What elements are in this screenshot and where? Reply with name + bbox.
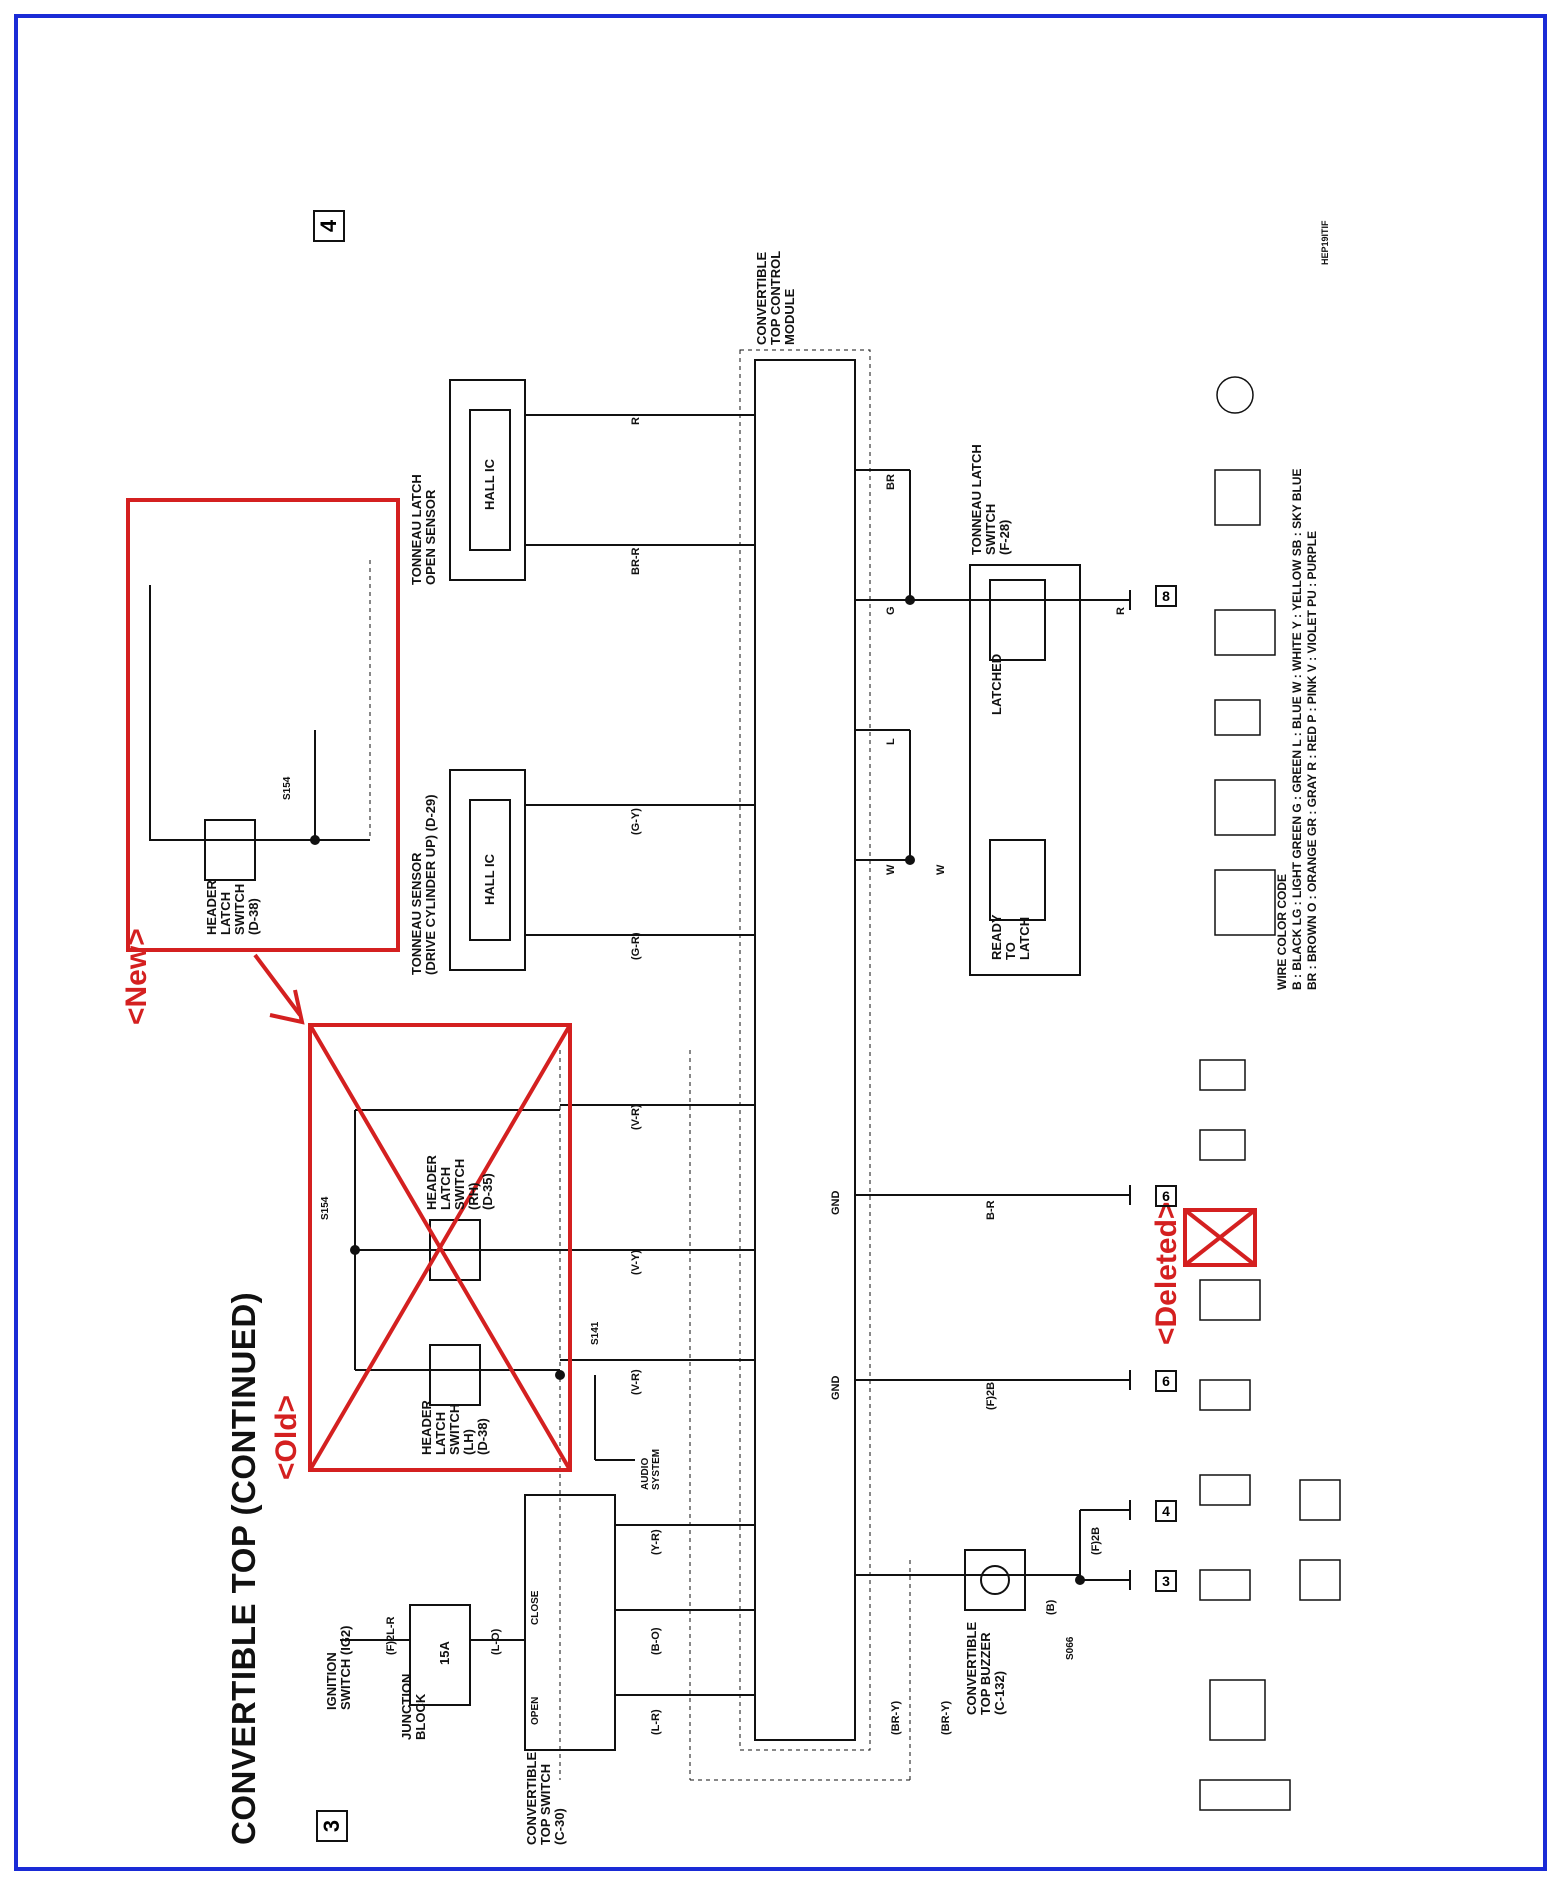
convertible-top-switch-label: CONVERTIBLE TOP SWITCH (C-30) <box>524 1751 567 1845</box>
page-frame <box>14 14 1547 1871</box>
page-number-right: 4 <box>313 210 345 242</box>
legend-line-1: B : BLACK LG : LIGHT GREEN G : GREEN L :… <box>1290 468 1304 990</box>
wire-v-y: (V-Y) <box>630 1249 642 1275</box>
old-box <box>308 1023 572 1472</box>
wire-br-r: BR-R <box>630 547 642 576</box>
ground-ref-6b: 6 <box>1155 1370 1177 1392</box>
latched-label: LATCHED <box>989 653 1004 715</box>
ground-ref-8: 8 <box>1155 585 1177 607</box>
wire-r-1: R <box>630 417 642 425</box>
splice-s154-new: S154 <box>282 776 293 800</box>
wire-color-legend: WIRE COLOR CODE B : BLACK LG : LIGHT GRE… <box>1275 468 1320 990</box>
switch-close-label: CLOSE <box>530 1590 541 1625</box>
new-tag: <New> <box>120 928 153 1025</box>
hall-ic-label-1: HALL IC <box>482 853 497 905</box>
wire-b-o: (B-O) <box>650 1627 662 1656</box>
ground-ref-4: 4 <box>1155 1500 1177 1522</box>
old-tag: <Old> <box>270 1394 303 1480</box>
page-number-left: 3 <box>316 1810 348 1842</box>
wire-l-o: (L-O) <box>490 1628 502 1655</box>
wire-g: G <box>885 606 897 615</box>
legend-line-2: BR : BROWN O : ORANGE GR : GRAY R : RED … <box>1305 530 1319 990</box>
wire-b: (B) <box>1045 1599 1057 1615</box>
wire-w-1: W <box>885 864 897 875</box>
wire-f2b-1: (F)2B <box>985 1381 997 1410</box>
wire-l-r: (L-R) <box>650 1709 662 1735</box>
wire-l: L <box>885 738 897 745</box>
wire-br-y-2: (BR-Y) <box>940 1700 952 1735</box>
ready-to-latch-label: READY TO LATCH <box>989 914 1032 960</box>
wire-v-r-1: (V-R) <box>630 1369 642 1395</box>
ground-ref-3: 3 <box>1155 1570 1177 1592</box>
gnd-label-1: GND <box>830 1190 842 1215</box>
tonneau-sensor-label: TONNEAU SENSOR (DRIVE CYLINDER UP) (D-29… <box>409 794 438 975</box>
ground-ref-6a: 6 <box>1155 1185 1177 1207</box>
control-module-label: CONVERTIBLE TOP CONTROL MODULE <box>754 250 797 345</box>
ignition-switch-label: IGNITION SWITCH (IG2) <box>324 1625 353 1711</box>
header-latch-rh-label: HEADER LATCH SWITCH (RH) (D-35) <box>424 1155 495 1210</box>
hall-ic-label-2: HALL IC <box>482 458 497 510</box>
splice-s154-old: S154 <box>320 1196 331 1220</box>
buzzer-label: CONVERTIBLE TOP BUZZER (C-132) <box>964 1621 1007 1715</box>
wire-v-r-2: (V-R) <box>630 1104 642 1130</box>
deleted-tag: <Deleted> <box>1150 1201 1183 1345</box>
wire-g-y: (G-Y) <box>630 808 642 835</box>
control-module-box <box>754 359 856 1741</box>
diagram-title: CONVERTIBLE TOP (CONTINUED) <box>225 1291 262 1845</box>
wire-ignition: (F)2L-R <box>385 1616 397 1656</box>
wire-f2b-2: (F)2B <box>1090 1526 1102 1555</box>
legend-heading: WIRE COLOR CODE <box>1275 874 1289 990</box>
legend-code: HEP19ITIF <box>1320 220 1330 265</box>
junction-block-label: JUNCTION BLOCK <box>399 1673 428 1740</box>
fuse-label: 15A <box>437 1641 452 1665</box>
splice-s066: S066 <box>1065 1636 1076 1660</box>
new-box <box>126 498 400 952</box>
deleted-box <box>1183 1208 1257 1267</box>
switch-open-label: OPEN <box>530 1696 541 1725</box>
tonneau-latch-open-label: TONNEAU LATCH OPEN SENSOR <box>409 474 438 585</box>
wire-b-r: B-R <box>985 1200 997 1220</box>
wire-br: BR <box>885 474 897 490</box>
wire-w-2: W <box>935 864 947 875</box>
wire-g-r: (G-R) <box>630 932 642 961</box>
gnd-label-2: GND <box>830 1375 842 1400</box>
tonneau-latch-switch-label: TONNEAU LATCH SWITCH (F-28) <box>969 444 1012 555</box>
wire-y-r: (Y-R) <box>650 1529 662 1555</box>
wire-br-y-1: (BR-Y) <box>890 1700 902 1735</box>
audio-system-label: AUDIO SYSTEM <box>640 1448 662 1490</box>
wire-r-2: R <box>1115 607 1127 615</box>
header-latch-lh-label: HEADER LATCH SWITCH (LH) (D-38) <box>419 1400 490 1455</box>
splice-s141: S141 <box>590 1321 601 1345</box>
header-latch-new-label: HEADER LATCH SWITCH (D-38) <box>204 880 261 935</box>
